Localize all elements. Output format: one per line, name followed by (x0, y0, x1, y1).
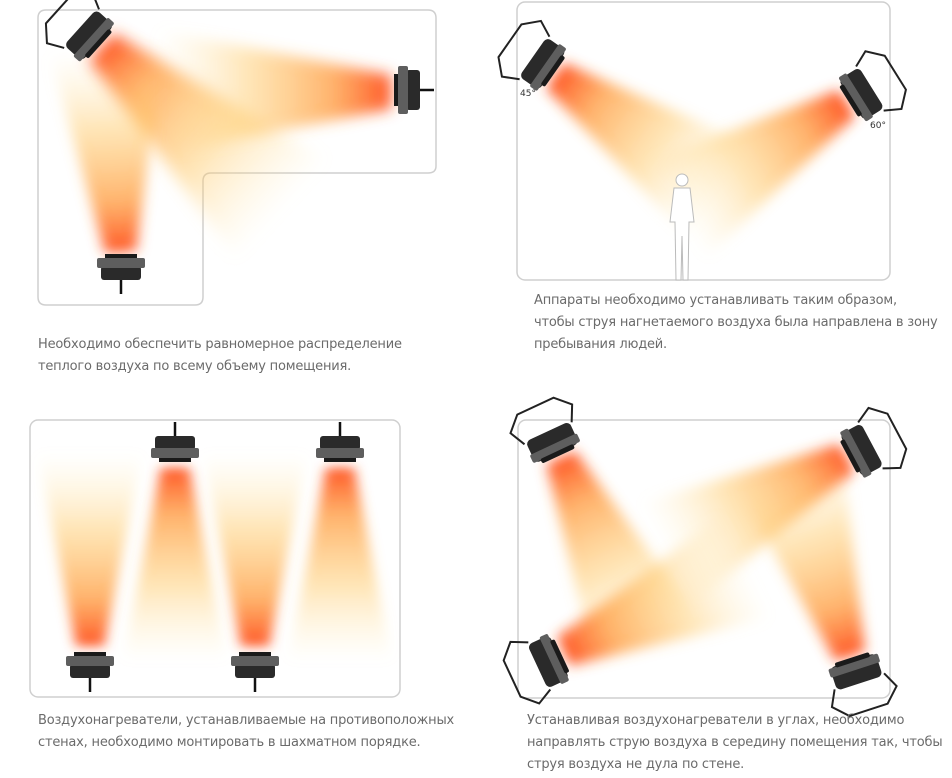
caption-line: стенах, необходимо монтировать в шахматн… (38, 735, 421, 750)
panel-2-room: 45° 60° (489, 1, 915, 281)
caption-line: направлять струю воздуха в середину поме… (527, 735, 943, 750)
caption-panel-1: Необходимо обеспечить равномерное распре… (38, 334, 402, 378)
caption-line: Необходимо обеспечить равномерное распре… (38, 337, 402, 352)
angle-label-right: 60° (870, 121, 886, 131)
caption-line: Воздухонагреватели, устанавливаемые на п… (38, 713, 454, 728)
caption-panel-4: Устанавливая воздухонагреватели в углах,… (527, 710, 943, 776)
person-silhouette-icon (669, 173, 695, 281)
panel-1-room (35, 0, 437, 306)
caption-line: теплого воздуха по всему объему помещени… (38, 359, 352, 374)
caption-line: пребывания людей. (534, 337, 667, 352)
caption-line: струя воздуха не дула по стене. (527, 757, 745, 772)
caption-line: Устанавливая воздухонагреватели в углах,… (527, 713, 905, 728)
panel-4-room (496, 390, 914, 722)
caption-line: Аппараты необходимо устанавливать таким … (534, 293, 897, 308)
angle-label-left: 45° (520, 89, 536, 99)
panel-3-room (29, 419, 401, 698)
caption-panel-2: Аппараты необходимо устанавливать таким … (534, 290, 938, 356)
caption-line: чтобы струя нагнетаемого воздуха была на… (534, 315, 938, 330)
caption-panel-3: Воздухонагреватели, устанавливаемые на п… (38, 710, 454, 754)
